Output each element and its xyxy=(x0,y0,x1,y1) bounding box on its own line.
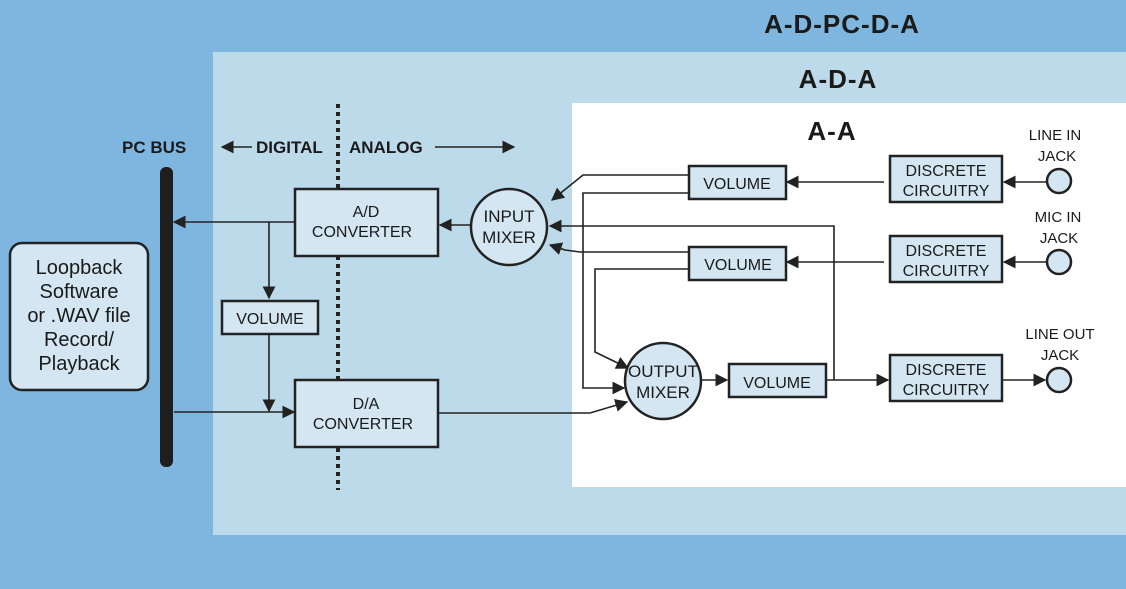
line-in-volume-label: VOLUME xyxy=(703,176,771,193)
discrete-circuitry-line-in xyxy=(888,154,1004,204)
wire-line-in-volume-to-input-mixer xyxy=(550,174,689,201)
wire-mic-volume-to-output-mixer xyxy=(594,268,689,369)
region-title-a-d-pc-d-a: A-D-PC-D-A xyxy=(764,9,920,39)
input-mixer xyxy=(469,187,549,267)
line-out-jack xyxy=(1045,366,1073,394)
discrete-line-out-label-1: DISCRETE xyxy=(906,362,987,379)
pc-bus-bar xyxy=(160,167,173,467)
loopback-line-5: Playback xyxy=(38,353,120,375)
digital-volume-label: VOLUME xyxy=(236,311,304,328)
line-out-jack-label-1: LINE OUT xyxy=(1025,326,1094,343)
line-in-jack-label-1: LINE IN xyxy=(1029,127,1082,144)
input-mixer-label-2: MIXER xyxy=(482,228,536,247)
wire-output-feedback-to-input-mixer xyxy=(548,219,835,380)
digital-label: DIGITAL xyxy=(256,138,323,157)
mic-in-volume-label: VOLUME xyxy=(704,257,772,274)
discrete-circuitry-line-out xyxy=(888,353,1004,403)
da-converter-label-1: D/A xyxy=(353,396,380,413)
output-mixer xyxy=(623,341,703,421)
region-a-a xyxy=(572,103,1126,487)
loopback-software-box xyxy=(8,241,150,392)
wire-line-in-volume-to-output-mixer xyxy=(582,192,689,395)
da-converter-label-2: CONVERTER xyxy=(313,416,413,433)
line-in-volume-block xyxy=(687,164,788,201)
line-out-jack-label-2: JACK xyxy=(1041,347,1079,364)
discrete-line-in-label-1: DISCRETE xyxy=(906,163,987,180)
mic-in-jack-label-2: JACK xyxy=(1040,230,1078,247)
digital-volume-block xyxy=(220,299,320,336)
loopback-line-4: Record/ xyxy=(44,329,114,351)
loopback-line-2: Software xyxy=(40,281,119,303)
line-in-jack-label-2: JACK xyxy=(1038,148,1076,165)
discrete-circuitry-mic-in xyxy=(888,234,1004,284)
discrete-mic-in-label-2: CIRCUITRY xyxy=(903,263,990,280)
discrete-line-out-label-2: CIRCUITRY xyxy=(903,382,990,399)
da-converter-block xyxy=(293,378,440,449)
mic-in-jack xyxy=(1045,248,1073,276)
line-in-jack xyxy=(1045,167,1073,195)
output-volume-label: VOLUME xyxy=(743,375,811,392)
pc-bus-label: PC BUS xyxy=(122,138,186,157)
loopback-line-1: Loopback xyxy=(36,257,124,279)
wire-mic-volume-to-input-mixer xyxy=(548,242,689,255)
region-title-a-a: A-A xyxy=(807,116,856,146)
output-mixer-label-1: OUTPUT xyxy=(628,362,698,381)
discrete-mic-in-label-1: DISCRETE xyxy=(906,243,987,260)
ad-converter-label-1: A/D xyxy=(353,204,380,221)
input-mixer-label-1: INPUT xyxy=(484,207,535,226)
ad-converter-label-2: CONVERTER xyxy=(312,224,412,241)
ad-converter-block xyxy=(293,187,440,258)
loopback-line-3: or .WAV file xyxy=(27,305,130,327)
mic-in-jack-label-1: MIC IN xyxy=(1035,209,1082,226)
discrete-line-in-label-2: CIRCUITRY xyxy=(903,183,990,200)
output-mixer-label-2: MIXER xyxy=(636,383,690,402)
region-title-a-d-a: A-D-A xyxy=(799,64,878,94)
wire-da-to-output-mixer xyxy=(438,399,629,414)
analog-label: ANALOG xyxy=(349,138,423,157)
